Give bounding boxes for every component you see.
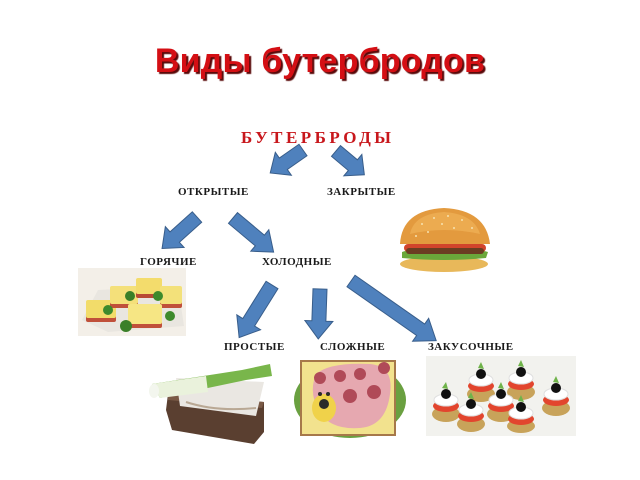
hot-sandwiches-image	[78, 268, 186, 336]
node-root: БУТЕРБРОДЫ	[241, 128, 395, 147]
node-hot: ГОРЯЧИЕ	[140, 256, 197, 268]
node-open: ОТКРЫТЫЕ	[178, 186, 249, 198]
arrow-root-to-closed	[330, 144, 365, 177]
simple-sandwich-image	[149, 364, 272, 444]
node-snack: ЗАКУСОЧНЫЕ	[428, 341, 514, 353]
arrow-cold-to-snack	[346, 274, 437, 342]
canape	[432, 389, 460, 422]
node-cold: ХОЛОДНЫЕ	[262, 256, 332, 268]
slide-title: Виды бутербродов	[154, 42, 486, 80]
node-simple: ПРОСТЫЕ	[224, 341, 285, 353]
complex-sandwich-image	[294, 360, 406, 438]
snack-sandwich-image	[426, 356, 576, 436]
node-complex: СЛОЖНЫЕ	[320, 341, 386, 353]
burger-image	[400, 208, 490, 272]
arrow-cold-to-simple	[236, 280, 279, 339]
arrow-open-to-hot	[161, 211, 203, 249]
arrow-root-to-open	[269, 143, 308, 176]
node-closed: ЗАКРЫТЫЕ	[327, 186, 396, 198]
arrow-cold-to-complex	[303, 288, 334, 340]
arrow-open-to-cold	[227, 211, 275, 253]
